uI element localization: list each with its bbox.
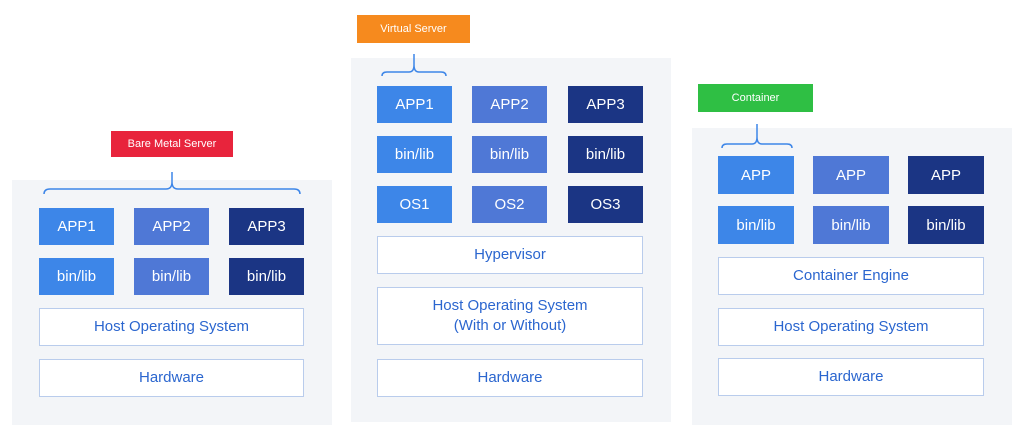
container-hardware: Hardware [718,358,984,396]
bare-metal-app3: APP3 [229,208,304,245]
virtual-hypervisor: Hypervisor [377,236,643,274]
virtual-app3: APP3 [568,86,643,123]
container-tag: Container [698,84,813,112]
bare-metal-brace [43,172,301,195]
bare-metal-host-os: Host Operating System [39,308,304,346]
bare-metal-lib3: bin/lib [229,258,304,295]
bare-metal-tag: Bare Metal Server [111,131,233,157]
container-host-os: Host Operating System [718,308,984,346]
bare-metal-app1: APP1 [39,208,114,245]
container-lib3: bin/lib [908,206,984,244]
virtual-app2: APP2 [472,86,547,123]
container-engine: Container Engine [718,257,984,295]
bare-metal-lib2: bin/lib [134,258,209,295]
virtual-host-os-line2: (With or Without) [453,317,567,334]
virtual-os3: OS3 [568,186,643,223]
container-app2: APP [813,156,889,194]
virtual-os2: OS2 [472,186,547,223]
container-lib2: bin/lib [813,206,889,244]
bare-metal-app2: APP2 [134,208,209,245]
bare-metal-hardware: Hardware [39,359,304,397]
bare-metal-lib1: bin/lib [39,258,114,295]
virtual-host-os: Host Operating System (With or Without) [377,287,643,345]
virtual-server-brace [381,54,447,77]
virtual-app1: APP1 [377,86,452,123]
virtual-server-tag: Virtual Server [357,15,470,43]
virtual-hardware: Hardware [377,359,643,397]
virtual-os1: OS1 [377,186,452,223]
container-app1: APP [718,156,794,194]
container-brace [721,124,793,149]
container-app3: APP [908,156,984,194]
virtual-lib3: bin/lib [568,136,643,173]
container-lib1: bin/lib [718,206,794,244]
virtual-lib1: bin/lib [377,136,452,173]
virtual-lib2: bin/lib [472,136,547,173]
virtual-host-os-line1: Host Operating System [432,297,588,314]
